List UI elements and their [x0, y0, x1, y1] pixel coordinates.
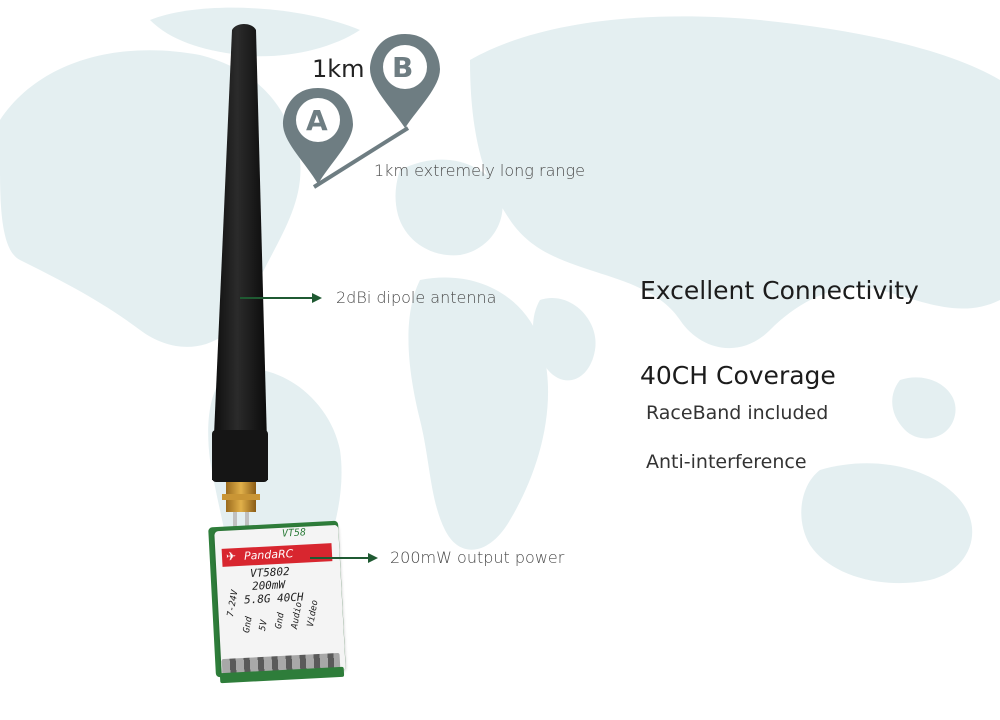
location-pin-b-icon	[370, 34, 440, 128]
arrow-power-icon	[310, 553, 378, 563]
feature-line-raceband: RaceBand included	[646, 402, 829, 424]
feature-line-anti-interference: Anti-interference	[646, 451, 807, 473]
location-pin-a-icon	[283, 88, 353, 184]
arrow-antenna-icon	[240, 293, 322, 303]
feature-heading-coverage: 40CH Coverage	[640, 361, 836, 390]
feature-heading-connectivity: Excellent Connectivity	[640, 276, 919, 305]
range-line	[312, 126, 410, 189]
callout-power: 200mW output power	[390, 548, 565, 567]
range-distance-label: 1km	[312, 55, 365, 83]
pin-b-label: B	[392, 51, 414, 84]
callout-antenna: 2dBi dipole antenna	[336, 288, 497, 307]
pin-a-label: A	[306, 104, 328, 137]
range-caption: 1km extremely long range	[374, 161, 585, 180]
